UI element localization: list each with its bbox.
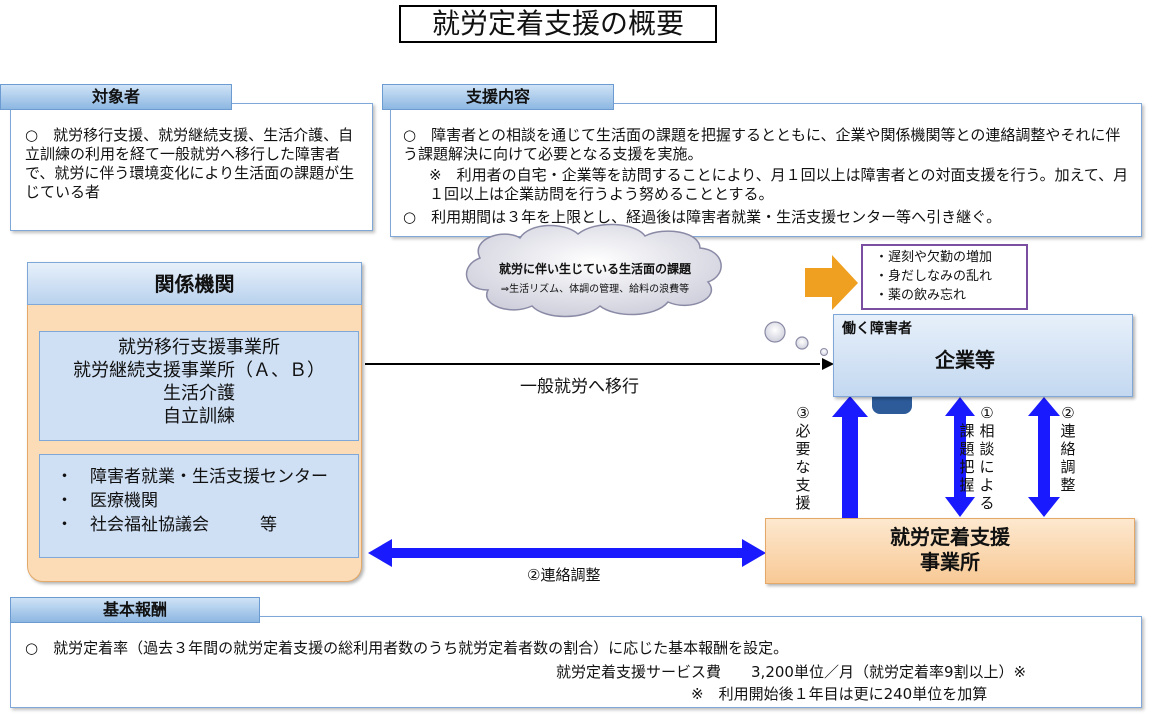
kankei-group1-item: 就労移行支援事業所	[118, 337, 280, 358]
label-consult-column: ① 相 談 に よ る	[977, 404, 997, 512]
label-coordination: ② 連 絡 調 整	[1058, 404, 1078, 494]
vertical-char: ②	[1061, 404, 1075, 422]
office-name-line1: 就労定着支援	[890, 525, 1010, 549]
vertical-char: 調	[1060, 458, 1076, 476]
arrow-bidirectional-1	[945, 397, 975, 517]
vertical-char: 支	[795, 476, 811, 494]
support-box: ○ 障害者との相談を通じて生活面の課題を把握するとともに、企業や関係機関等との連…	[390, 103, 1142, 237]
kankei-group2-item: ・ 社会福祉協議会 等	[56, 515, 277, 535]
transition-label: 一般就労へ移行	[520, 377, 639, 397]
vertical-char: 整	[1060, 476, 1076, 494]
basic-box: ○ 就労定着率（過去３年間の就労定着支援の総利用者数のうち就労定着者数の割合）に…	[10, 616, 1142, 708]
kankei-group1: 就労移行支援事業所 就労継続支援事業所（Ａ、Ｂ） 生活介護 自立訓練	[39, 331, 359, 441]
thought-cloud	[465, 223, 828, 356]
support-header: 支援内容	[382, 84, 614, 110]
target-box: ○ 就労移行支援、就労継続支援、生活介護、自立訓練の利用を経て一般就労へ移行した…	[10, 103, 373, 231]
vertical-char: る	[979, 494, 995, 512]
page-title: 就労定着支援の概要	[399, 5, 717, 43]
vertical-char: に	[979, 458, 995, 476]
orange-arrow	[805, 255, 858, 310]
issue-item: ・身だしなみの乱れ	[875, 269, 993, 284]
kankei-group1-item: 就労継続支援事業所（Ａ、Ｂ）	[73, 360, 325, 381]
horizontal-coordination-label: ②連絡調整	[527, 566, 601, 584]
vertical-char: 援	[795, 494, 811, 512]
kankei-header: 関係機関	[27, 262, 362, 305]
kankei-group2-item: ・ 障害者就業・生活支援センター	[56, 467, 328, 487]
kankei-group2: ・ 障害者就業・生活支援センター ・ 医療機関 ・ 社会福祉協議会 等	[39, 454, 359, 558]
basic-line1: ○ 就労定着率（過去３年間の就労定着支援の総利用者数のうち就労定着者数の割合）に…	[25, 639, 789, 657]
office-box: 就労定着支援 事業所	[765, 518, 1135, 584]
vertical-char: 握	[959, 476, 975, 494]
vertical-char: 連	[1060, 422, 1076, 440]
basic-header: 基本報酬	[10, 597, 260, 623]
vertical-char: 相	[979, 422, 995, 440]
vertical-char: ①	[980, 404, 994, 422]
worker-label: 働く障害者	[842, 321, 912, 337]
vertical-char: 談	[979, 440, 995, 458]
support-line2: ※ 利用者の自宅・企業等を訪問することにより、月１回以上は障害者との対面支援を行…	[429, 166, 1129, 203]
vertical-char: 課	[959, 422, 975, 440]
issue-item: ・遅刻や欠勤の増加	[875, 250, 993, 265]
basic-line3: ※ 利用開始後１年目は更に240単位を加算	[691, 685, 988, 703]
arrow-bidirectional-2	[1028, 397, 1060, 517]
label-necessary-support: ③ 必 要 な 支 援	[792, 404, 814, 512]
office-name-line2: 事業所	[920, 550, 980, 574]
vertical-char: ③	[796, 404, 810, 422]
vertical-char: よ	[979, 476, 995, 494]
cloud-title: 就労に伴い生じている生活面の課題	[498, 262, 691, 276]
issue-item: ・薬の飲み忘れ	[875, 288, 967, 303]
kankei-group1-item: 生活介護	[163, 383, 235, 404]
vertical-char: な	[795, 458, 811, 476]
company-name: 企業等	[935, 348, 995, 372]
vertical-char: 絡	[1060, 440, 1076, 458]
vertical-char: 必	[795, 422, 811, 440]
transition-arrow	[365, 358, 834, 370]
kankei-group2-item: ・ 医療機関	[56, 491, 158, 511]
arrow-horizontal-bidirectional	[368, 539, 766, 567]
arrow-up-support	[832, 396, 868, 518]
target-text: ○ 就労移行支援、就労継続支援、生活介護、自立訓練の利用を経て一般就労へ移行した…	[25, 126, 355, 201]
label-issue-column: 課 題 把 握	[957, 422, 977, 494]
cloud-subtitle: ⇒生活リズム、体調の管理、給料の浪費等	[500, 284, 690, 295]
basic-line2: 就労定着支援サービス費 3,200単位／月（就労定着率9割以上）※	[556, 663, 1027, 681]
vertical-char: 要	[795, 440, 811, 458]
support-line3: ○ 利用期間は３年を上限とし、経過後は障害者就業・生活支援センター等へ引き継ぐ。	[403, 208, 1002, 226]
vertical-char: 題	[959, 440, 975, 458]
kankei-group1-item: 自立訓練	[163, 406, 235, 427]
vertical-char: 把	[959, 458, 975, 476]
issues-box: ・遅刻や欠勤の増加 ・身だしなみの乱れ ・薬の飲み忘れ	[861, 244, 1028, 310]
company-box	[833, 314, 1133, 397]
target-header: 対象者	[0, 84, 232, 110]
support-line1: ○ 障害者との相談を通じて生活面の課題を把握するとともに、企業や関係機関等との連…	[403, 126, 1121, 163]
